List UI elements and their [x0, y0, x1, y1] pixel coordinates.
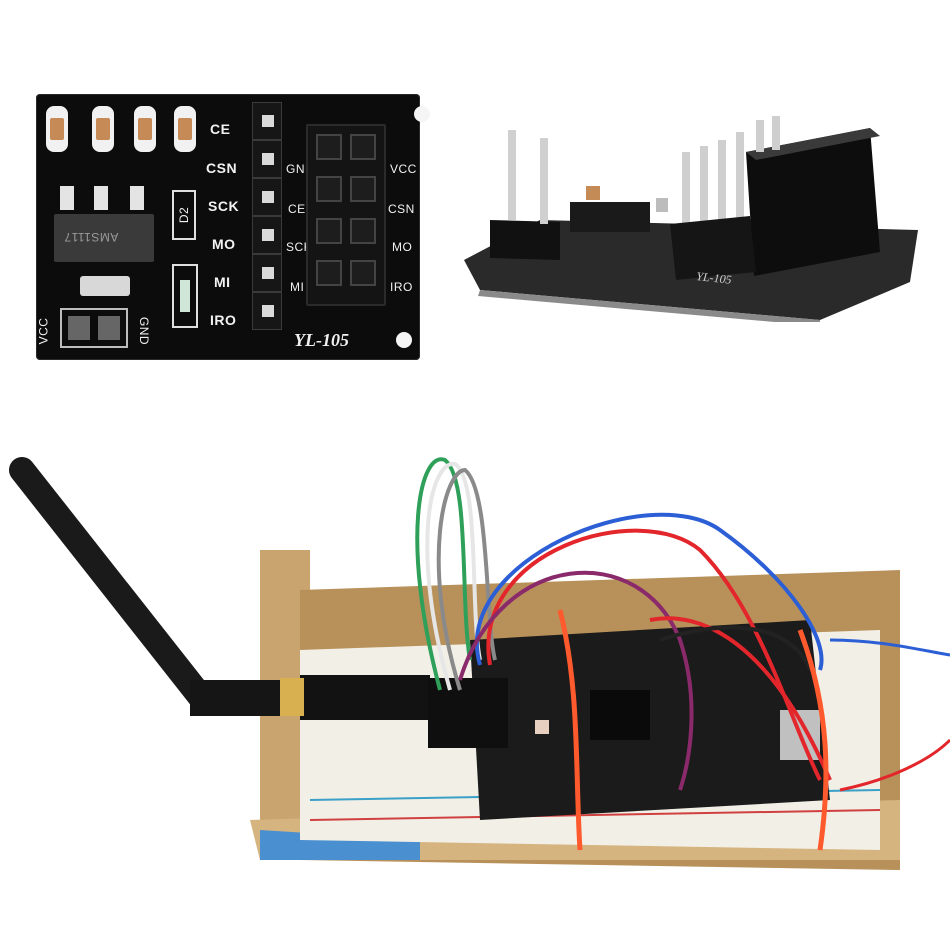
side-header-left: [490, 220, 560, 260]
side-pin: [718, 140, 726, 232]
regulator-tab: [130, 186, 144, 210]
wire-red-2: [649, 616, 832, 781]
side-regulator: [570, 202, 650, 232]
gnd-label: GND: [137, 316, 152, 346]
smd-component: [80, 276, 130, 296]
wire-white: [425, 461, 482, 691]
capacitor: [174, 106, 196, 152]
antenna: [9, 457, 213, 709]
side-pin: [700, 146, 708, 236]
adapter-board: [428, 678, 508, 748]
capacitor: [134, 106, 156, 152]
side-pin: [508, 130, 516, 220]
wire-black: [659, 625, 812, 671]
side-pin: [756, 120, 764, 152]
module-socket: [306, 124, 386, 306]
wire-red-3: [839, 738, 950, 792]
pin-label-mo-right: MO: [392, 240, 413, 254]
pin-label-mi: MI: [214, 274, 231, 290]
pin-label-csn-right: CSN: [388, 202, 415, 216]
side-pin: [682, 152, 690, 238]
power-jumper: [60, 308, 128, 348]
mounting-hole: [396, 332, 412, 348]
voltage-regulator: AMS1117: [54, 214, 154, 262]
side-pin: [772, 116, 780, 150]
board-model-label: YL-105: [294, 330, 349, 350]
reset-button: [535, 720, 549, 734]
side-socket-top: [746, 128, 880, 160]
capacitor: [92, 106, 114, 152]
microcontroller: [590, 690, 650, 740]
side-component: [656, 198, 668, 212]
regulator-tab: [94, 186, 108, 210]
pin-label-iro: IRO: [210, 312, 237, 328]
wire-blue-2: [829, 638, 950, 657]
pin-label-csn: CSN: [206, 160, 238, 176]
side-pin: [540, 138, 548, 224]
pin-label-sck: SCK: [208, 198, 240, 214]
side-capacitor: [586, 186, 600, 200]
yl105-board-top: AMS1117 VCC GND D2 CE CSN SCK MO MI IRO …: [36, 94, 430, 360]
side-pcb-edge: [478, 290, 820, 322]
wire-red: [486, 528, 822, 781]
sma-connector: [280, 678, 304, 716]
rubber-band: [557, 609, 583, 851]
pin-header: [252, 102, 282, 352]
diode: [172, 190, 196, 240]
nrf-module: [300, 675, 430, 720]
pin-label-sck-inner: SCK: [286, 240, 313, 254]
rubber-band: [797, 629, 829, 851]
regulator-tab: [60, 186, 74, 210]
vcc-label: VCC: [36, 317, 51, 345]
side-pin: [736, 132, 744, 228]
arduino-setup-photo: [9, 457, 950, 870]
pin-label-mi-inner: MI: [290, 280, 305, 294]
wire-blue: [475, 512, 824, 671]
side-socket: [746, 128, 880, 276]
yl105-board-side: YL-105: [464, 116, 918, 322]
mounting-hole: [414, 106, 430, 122]
pin-label-ce-inner: CE: [288, 202, 306, 216]
pin-label-vcc: VCC: [390, 162, 417, 176]
regulator-label: AMS1117: [64, 230, 119, 244]
side-model-label: YL-105: [696, 269, 733, 287]
pin-label-mo: MO: [212, 236, 236, 252]
diode-label: D2: [177, 206, 192, 224]
capacitor: [46, 106, 68, 152]
wire-green: [415, 457, 472, 691]
wire-purple: [458, 570, 694, 791]
pin-label-ce: CE: [210, 121, 231, 137]
pin-label-iro-right: IRO: [390, 280, 413, 294]
antenna-base: [190, 680, 280, 716]
side-header-right: [670, 216, 756, 280]
led: [172, 264, 198, 328]
breadboard-rail: [309, 809, 881, 821]
